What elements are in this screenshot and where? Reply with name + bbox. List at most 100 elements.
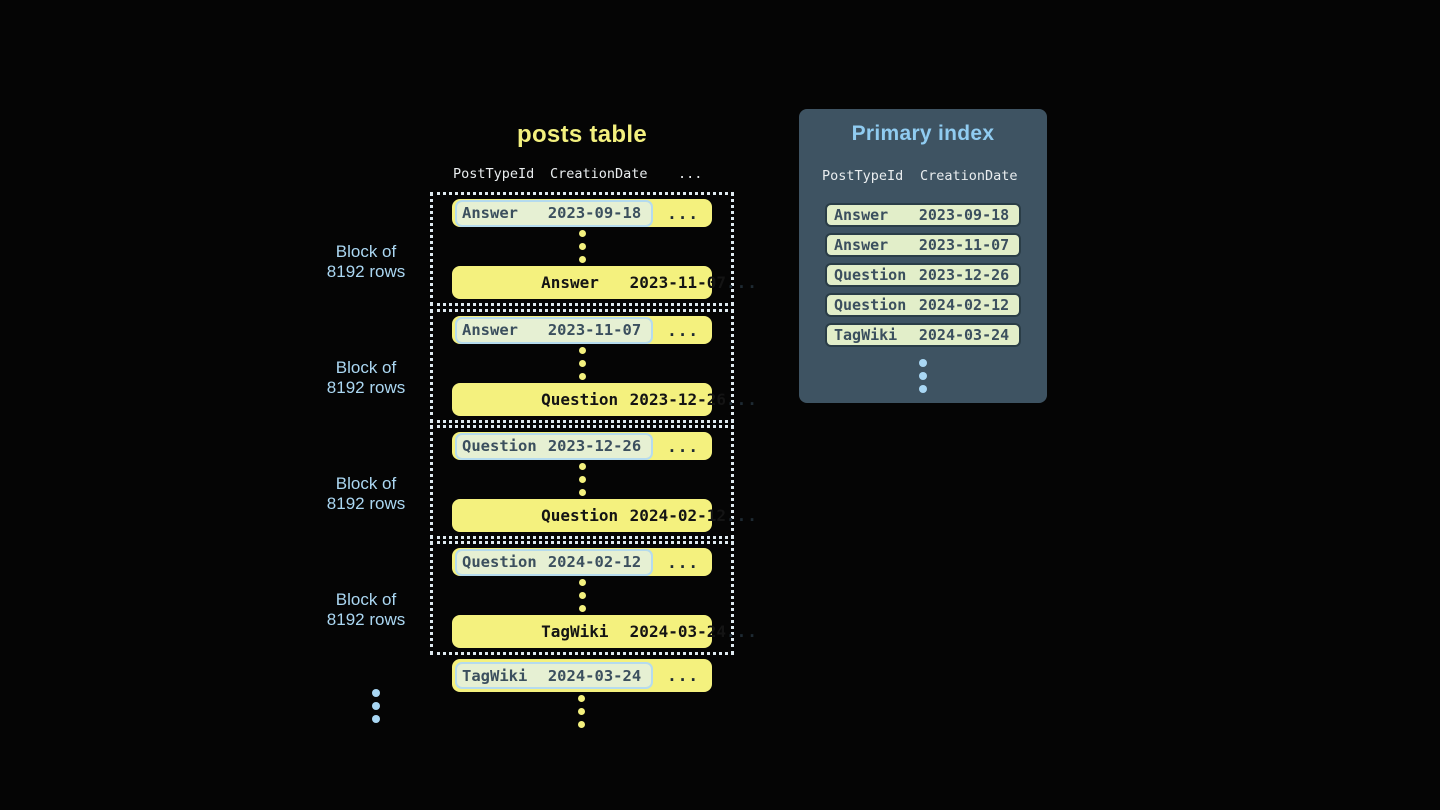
ellipsis-dot <box>578 373 586 380</box>
posts-table-title: posts table <box>517 121 647 148</box>
creationdate-value: 2024-02-12 <box>629 506 726 525</box>
posttypeid-value: Question <box>541 390 619 409</box>
indexed-values-highlight: Question 2023-12-26 <box>455 432 653 460</box>
hidden-rows-ellipsis <box>578 576 586 615</box>
ellipsis-dot <box>578 463 586 470</box>
creationdate-value: 2024-02-12 <box>547 553 642 571</box>
creationdate-value: 2024-03-24 <box>547 666 642 685</box>
creationdate-value: 2023-11-07 <box>547 321 642 339</box>
ellipsis-dot <box>919 358 927 367</box>
more-columns-ellipsis: ... <box>667 552 699 572</box>
ellipsis-dot <box>578 476 586 483</box>
block-label-line1: Block of <box>335 358 397 377</box>
posttypeid-value: Question <box>462 437 537 455</box>
more-rows-ellipsis <box>568 692 594 731</box>
primary-index-column-headers: PostTypeId CreationDate <box>799 168 1047 186</box>
more-columns-ellipsis: ... <box>667 436 699 456</box>
creationdate-value: 2024-02-12 <box>918 296 1010 314</box>
creationdate-value: 2023-11-07 <box>629 273 726 292</box>
creationdate-value: 2024-03-24 <box>629 622 726 641</box>
ellipsis-dot <box>578 360 586 367</box>
more-entries-ellipsis <box>910 356 936 395</box>
row-values: Question 2023-12-26 <box>464 371 726 428</box>
hidden-rows-ellipsis <box>578 227 586 266</box>
block-label-line1: Block of <box>335 474 397 493</box>
more-blocks-ellipsis <box>363 686 389 725</box>
table-row: Question 2023-12-26 ... <box>452 432 712 460</box>
block-label-line2: 8192 rows <box>326 262 406 281</box>
posttypeid-value: Answer <box>541 273 599 292</box>
ellipsis-dot <box>577 695 585 702</box>
posttypeid-value: Question <box>541 506 619 525</box>
table-row: Question 2023-12-26 ... <box>452 383 757 416</box>
indexed-values-highlight: Answer 2023-11-07 <box>455 316 653 344</box>
ellipsis-dot <box>372 714 380 723</box>
posttypeid-value: Answer <box>462 204 518 222</box>
ellipsis-dot <box>578 230 586 237</box>
ellipsis-dot <box>372 688 380 697</box>
posttypeid-value: TagWiki <box>541 622 609 641</box>
hidden-rows-ellipsis <box>578 344 586 383</box>
creationdate-value: 2023-09-18 <box>547 204 642 222</box>
table-row: TagWiki 2024-03-24 ... <box>452 615 757 648</box>
more-columns-ellipsis: ... <box>667 666 699 685</box>
row-values: Answer 2023-11-07 <box>464 254 726 311</box>
creationdate-value: 2023-12-26 <box>918 266 1010 284</box>
block-label-line2: 8192 rows <box>326 494 406 513</box>
ellipsis-dot <box>578 579 586 586</box>
posttypeid-value: Answer <box>462 321 518 339</box>
creationdate-value: 2023-09-18 <box>918 206 1010 224</box>
primary-index-title: Primary index <box>851 122 995 145</box>
block-size-label: Block of 8192 rows <box>308 590 424 630</box>
row-values: Question 2024-02-12 <box>464 487 726 544</box>
ellipsis-dot <box>577 721 585 728</box>
block-label-line2: 8192 rows <box>326 378 406 397</box>
table-row: Question 2024-02-12 ... <box>452 548 712 576</box>
hidden-rows-ellipsis <box>578 460 586 499</box>
ellipsis-dot <box>578 489 586 496</box>
column-header-posttypeid: PostTypeId <box>822 168 904 184</box>
ellipsis-dot <box>578 592 586 599</box>
ellipsis-dot <box>372 701 380 710</box>
ellipsis-dot <box>577 708 585 715</box>
posttypeid-value: Answer <box>834 206 889 224</box>
creationdate-value: 2023-12-26 <box>629 390 726 409</box>
posttypeid-value: Question <box>834 266 907 284</box>
creationdate-value: 2024-03-24 <box>918 326 1010 344</box>
creationdate-value: 2023-12-26 <box>547 437 642 455</box>
table-row: Answer 2023-11-07 ... <box>452 316 712 344</box>
block-label-line1: Block of <box>335 590 397 609</box>
row-block-3: Question 2023-12-26 ... Question 2024-02-1… <box>430 425 757 539</box>
more-columns-ellipsis: ... <box>726 622 758 641</box>
primary-index-panel: Primary index PostTypeId CreationDate An… <box>799 109 1047 403</box>
posttypeid-value: TagWiki <box>462 666 528 685</box>
column-header-creationdate: CreationDate <box>550 166 648 182</box>
row-block-4: Question 2024-02-12 ... TagWiki 2024-03-24… <box>430 541 757 655</box>
ellipsis-dot <box>578 243 586 250</box>
ellipsis-dot <box>578 256 586 263</box>
ellipsis-dot <box>919 384 927 393</box>
posts-table-column-headers: PostTypeId CreationDate ... <box>453 166 743 184</box>
posttypeid-value: Answer <box>834 236 889 254</box>
row-values: TagWiki 2024-03-24 <box>464 603 726 660</box>
block-label-line1: Block of <box>335 242 397 261</box>
column-header-more-columns: ... <box>678 166 703 182</box>
block-size-label: Block of 8192 rows <box>308 358 424 398</box>
index-entry: Answer 2023-09-18 <box>825 203 1021 227</box>
more-columns-ellipsis: ... <box>726 390 758 409</box>
block-size-label: Block of 8192 rows <box>308 242 424 282</box>
posttypeid-value: Question <box>462 553 537 571</box>
block-size-label: Block of 8192 rows <box>308 474 424 514</box>
ellipsis-dot <box>578 347 586 354</box>
ellipsis-dot <box>919 371 927 380</box>
more-columns-ellipsis: ... <box>667 320 699 340</box>
row-block-2: Answer 2023-11-07 ... Question 2023-12-26 … <box>430 309 757 423</box>
ellipsis-dot <box>578 605 586 612</box>
